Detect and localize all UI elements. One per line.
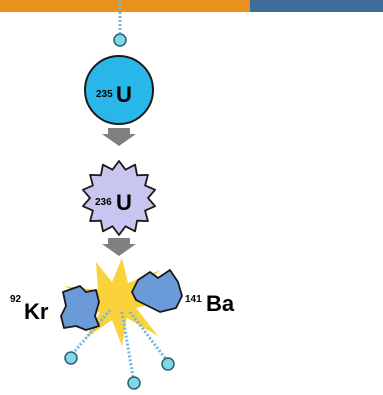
krypton-fragment-shape: [60, 285, 100, 331]
u236-symbol-label: U: [116, 190, 132, 215]
u236-nucleus: 236 U: [82, 160, 156, 236]
released-neutron-trail: [120, 311, 135, 378]
incoming-neutron-icon: [113, 33, 127, 47]
released-neutron-trail: [128, 311, 167, 359]
released-neutron-icon: [64, 351, 78, 365]
krypton-symbol-label: Kr: [24, 299, 49, 324]
top-banner-blue-bar: [250, 0, 383, 12]
released-neutron-icon: [127, 376, 141, 390]
barium-mass-label: 141: [185, 294, 202, 305]
krypton-mass-label: 92: [10, 294, 22, 305]
barium-fragment-shape: [131, 269, 183, 313]
u235-symbol-label: U: [116, 82, 132, 107]
u236-mass-label: 236: [95, 197, 112, 208]
u235-mass-label: 235: [96, 89, 113, 100]
u235-nucleus: 235 U: [84, 55, 154, 125]
released-neutron-icon: [161, 357, 175, 371]
top-banner-orange-bar: [0, 0, 250, 12]
released-neutron-trail: [72, 309, 112, 353]
down-arrow-icon: [102, 238, 136, 256]
u235-circle: [84, 55, 154, 125]
barium-symbol-label: Ba: [206, 291, 235, 316]
u236-spiky-shape: [82, 160, 156, 236]
down-arrow-icon: [102, 128, 136, 146]
